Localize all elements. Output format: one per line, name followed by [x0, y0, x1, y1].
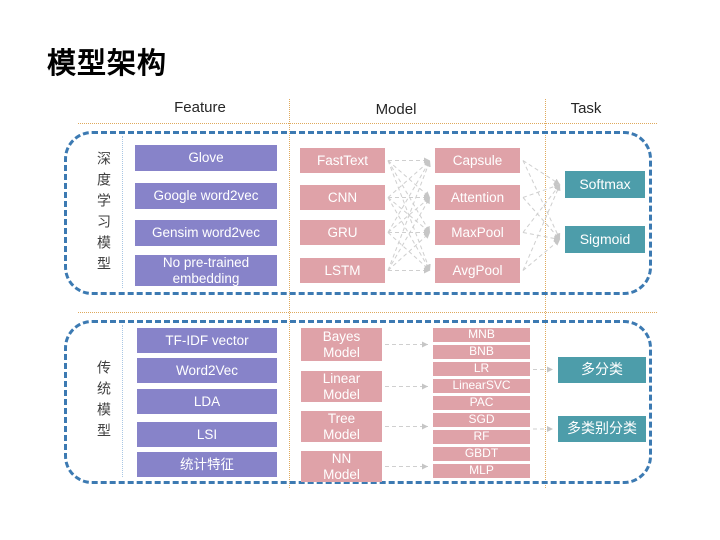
box-glove: Glove	[135, 145, 277, 171]
box-sgd: SGD	[433, 413, 530, 427]
box-linearsvc: LinearSVC	[433, 379, 530, 393]
box-lr: LR	[433, 362, 530, 376]
box-statistical-features: 统计特征	[137, 452, 277, 477]
page-title: 模型架构	[47, 48, 168, 80]
box-tree-model: Tree Model	[301, 411, 382, 442]
box-tfidf-vector: TF-IDF vector	[137, 328, 277, 353]
traditional-section-frame	[64, 320, 652, 484]
box-multilabel: 多类别分类	[558, 416, 646, 442]
box-capsule: Capsule	[435, 148, 520, 173]
box-mnb: MNB	[433, 328, 530, 342]
box-lstm: LSTM	[300, 258, 385, 283]
box-nn-model: NN Model	[301, 451, 382, 482]
box-multiclass: 多分类	[558, 357, 646, 383]
box-bnb: BNB	[433, 345, 530, 359]
deep-learning-section-frame	[64, 131, 652, 295]
box-bayes-model: Bayes Model	[301, 328, 382, 361]
separator-trad-label	[122, 325, 123, 477]
separator-dl-label	[122, 136, 123, 288]
column-header-feature: Feature	[174, 99, 226, 116]
box-google-word2vec: Google word2vec	[135, 183, 277, 209]
box-cnn: CNN	[300, 185, 385, 210]
box-lda: LDA	[137, 389, 277, 414]
box-mlp: MLP	[433, 464, 530, 478]
guide-line-horizontal-middle	[78, 312, 657, 313]
box-pac: PAC	[433, 396, 530, 410]
section-label-deep-learning: 深度学习模型	[96, 151, 112, 277]
box-maxpool: MaxPool	[435, 220, 520, 245]
box-gbdt: GBDT	[433, 447, 530, 461]
box-attention: Attention	[435, 185, 520, 210]
box-gru: GRU	[300, 220, 385, 245]
box-softmax: Softmax	[565, 171, 645, 198]
guide-line-horizontal-top	[78, 123, 657, 124]
column-header-task: Task	[570, 100, 602, 117]
box-fasttext: FastText	[300, 148, 385, 173]
box-word2vec: Word2Vec	[137, 358, 277, 383]
box-sigmoid: Sigmoid	[565, 226, 645, 253]
section-label-traditional: 传统模型	[96, 360, 112, 444]
column-header-model: Model	[375, 101, 417, 118]
box-avgpool: AvgPool	[435, 258, 520, 283]
box-linear-model: Linear Model	[301, 371, 382, 402]
box-rf: RF	[433, 430, 530, 444]
box-no-pretrained-embedding: No pre-trained embedding	[135, 255, 277, 286]
box-lsi: LSI	[137, 422, 277, 447]
box-gensim-word2vec: Gensim word2vec	[135, 220, 277, 246]
